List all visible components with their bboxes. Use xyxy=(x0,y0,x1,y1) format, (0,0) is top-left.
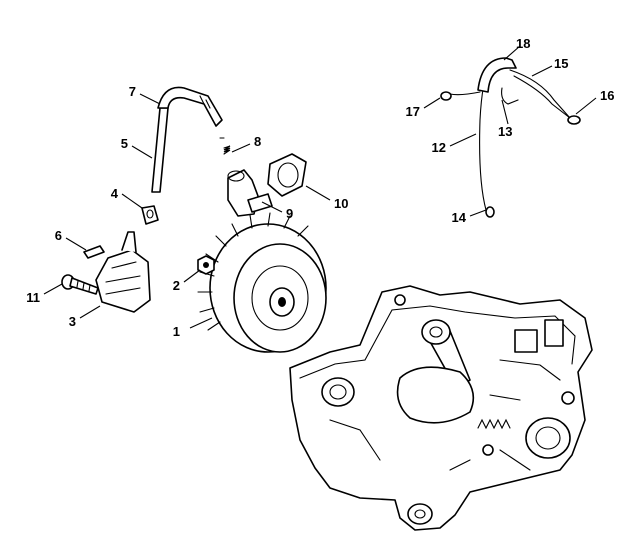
callout-8: 8 xyxy=(254,134,261,149)
callout-4: 4 xyxy=(111,186,119,201)
leader-12 xyxy=(449,133,477,147)
leader-lines xyxy=(43,45,597,329)
leader-13 xyxy=(501,99,509,125)
leader-2 xyxy=(183,269,201,283)
callout-1: 1 xyxy=(173,324,180,339)
leader-17 xyxy=(423,97,441,109)
callout-18: 18 xyxy=(516,36,530,51)
leader-5 xyxy=(131,145,153,159)
leader-15 xyxy=(531,65,553,77)
callout-13: 13 xyxy=(498,124,512,139)
screw xyxy=(61,274,99,295)
leader-14 xyxy=(469,209,487,217)
flywheel xyxy=(197,212,327,353)
flywheel-nut xyxy=(197,255,215,275)
leader-16 xyxy=(575,97,597,115)
callout-2: 2 xyxy=(173,278,180,293)
clip xyxy=(83,245,105,259)
callout-labels: 1 2 3 4 5 6 7 8 9 10 11 12 13 14 15 16 1… xyxy=(26,36,614,339)
leader-1 xyxy=(189,317,213,329)
terminal-cover xyxy=(267,153,307,197)
callout-9: 9 xyxy=(286,206,293,221)
callout-5: 5 xyxy=(121,136,128,151)
short-circuit-wire xyxy=(440,57,581,218)
leader-8 xyxy=(231,143,251,153)
callout-17: 17 xyxy=(406,104,420,119)
callout-10: 10 xyxy=(334,196,348,211)
ignition-lead xyxy=(151,86,223,193)
leader-4 xyxy=(121,193,143,209)
crankcase-housing xyxy=(289,285,593,531)
leader-18 xyxy=(503,45,521,61)
callout-16: 16 xyxy=(600,88,614,103)
leader-6 xyxy=(65,237,87,251)
spring xyxy=(219,137,231,155)
callout-15: 15 xyxy=(554,56,568,71)
leader-7 xyxy=(139,93,161,105)
callout-7: 7 xyxy=(129,84,136,99)
callout-11: 11 xyxy=(26,290,40,305)
grommet xyxy=(141,205,159,225)
spark-plug-boot xyxy=(227,169,273,217)
leader-11 xyxy=(43,283,63,295)
ignition-module xyxy=(95,231,151,313)
callout-12: 12 xyxy=(432,140,446,155)
leader-9 xyxy=(261,201,283,213)
leader-10 xyxy=(305,185,331,201)
leader-3 xyxy=(79,305,101,319)
callout-3: 3 xyxy=(69,314,76,329)
callout-6: 6 xyxy=(55,228,62,243)
callout-14: 14 xyxy=(452,210,467,225)
